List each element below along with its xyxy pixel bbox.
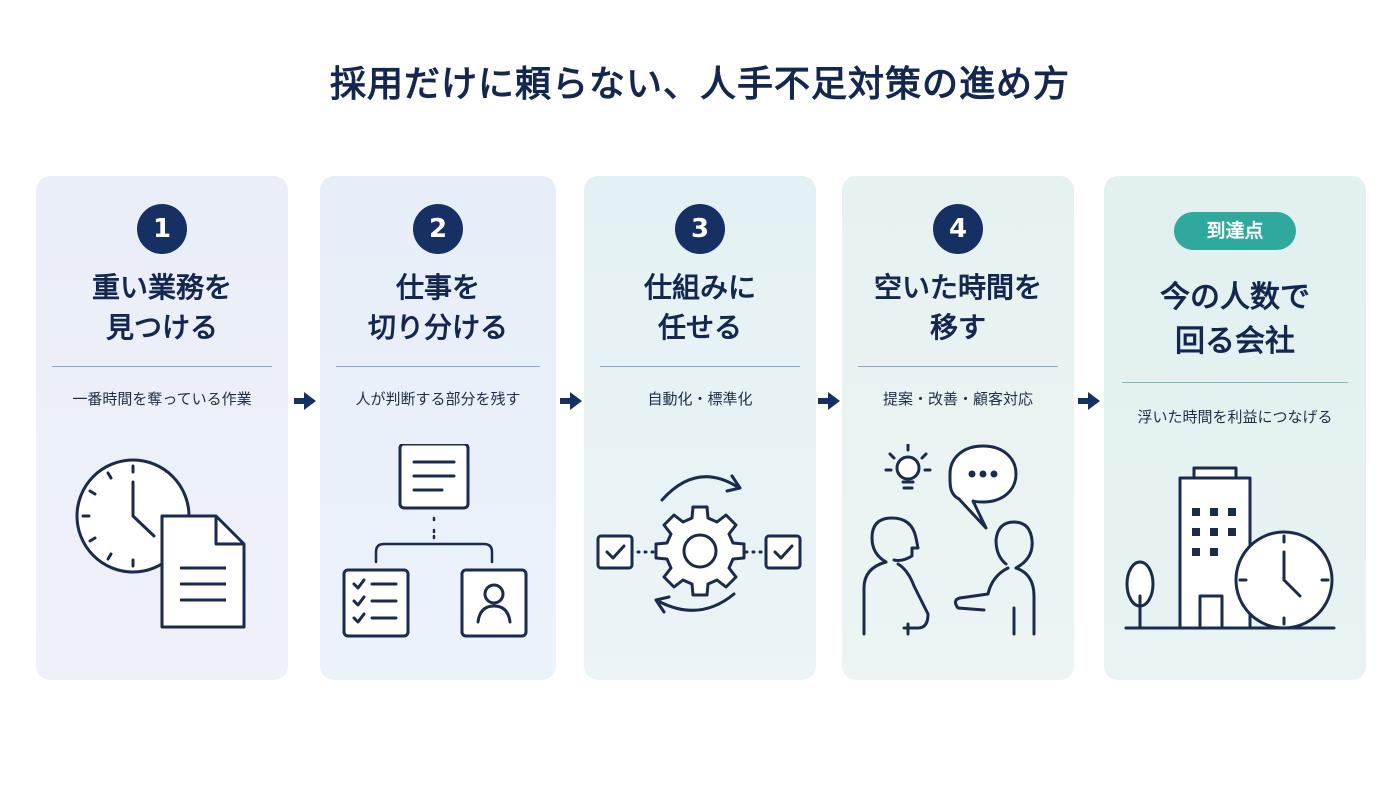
tree-icon — [1125, 560, 1155, 630]
step-heading: 空いた時間を 移す — [842, 268, 1074, 348]
step-heading: 仕組みに 任せる — [584, 268, 816, 348]
step-description: 一番時間を奪っている作業 — [72, 390, 252, 408]
divider — [52, 366, 272, 367]
person-card-icon — [460, 568, 528, 638]
step-description: 提案・改善・顧客対応 — [882, 390, 1033, 408]
goal-heading: 今の人数で 回る会社 — [1104, 276, 1366, 364]
divider — [336, 366, 540, 367]
step-heading: 重い業務を 見つける — [36, 268, 288, 348]
tree-connector — [374, 516, 494, 564]
goal-card: 到達点 今の人数で 回る会社 浮いた時間を利益につなげる — [1104, 176, 1366, 680]
arrow-right-icon — [560, 392, 582, 410]
cycle-arrows-icon — [654, 474, 742, 614]
divider — [600, 366, 800, 367]
checkbox-icon — [596, 534, 634, 570]
lightbulb-icon — [884, 444, 932, 490]
arrow-right-icon — [294, 392, 316, 410]
step-heading-line1: 仕事を — [395, 271, 480, 304]
divider — [858, 366, 1058, 367]
step-illustration — [596, 474, 802, 614]
arrow-right-icon — [1078, 392, 1100, 410]
step-heading-line1: 空いた時間を — [873, 271, 1042, 304]
step-heading-line2: 見つける — [105, 311, 218, 344]
divider — [1122, 382, 1348, 383]
step-heading-line2: 移す — [929, 311, 986, 344]
document-icon — [398, 444, 470, 510]
step-illustration — [342, 444, 528, 638]
step-number-badge: 3 — [675, 204, 725, 254]
step-heading-line1: 仕組みに — [643, 271, 756, 304]
page-title: 採用だけに頼らない、人手不足対策の進め方 — [329, 64, 1070, 105]
checklist-icon — [342, 568, 410, 638]
step-number-badge: 4 — [933, 204, 983, 254]
step-heading-line2: 任せる — [657, 311, 742, 344]
step-heading-line2: 切り分ける — [367, 311, 508, 344]
speech-bubble-icon — [948, 444, 1018, 530]
goal-heading-line2: 回る会社 — [1175, 324, 1295, 359]
step-number-badge: 1 — [137, 204, 187, 254]
goal-illustration — [1124, 466, 1336, 630]
step-description: 自動化・標準化 — [647, 390, 753, 408]
step-card-4: 4 空いた時間を 移す 提案・改善・顧客対応 — [842, 176, 1074, 680]
arrow-right-icon — [818, 392, 840, 410]
document-icon — [160, 514, 246, 629]
goal-badge: 到達点 — [1174, 212, 1296, 250]
step-card-1: 1 重い業務を 見つける 一番時間を奪っている作業 — [36, 176, 288, 680]
step-description: 人が判断する部分を残す — [355, 390, 521, 408]
step-illustration — [862, 444, 1036, 636]
step-card-2: 2 仕事を 切り分ける 人が判断する部分を残す — [320, 176, 556, 680]
people-talking-icon — [862, 516, 1036, 636]
clock-icon — [1234, 530, 1334, 630]
step-illustration — [75, 458, 246, 629]
gear-icon — [654, 505, 746, 597]
step-heading: 仕事を 切り分ける — [320, 268, 556, 348]
step-card-3: 3 仕組みに 任せる 自動化・標準化 — [584, 176, 816, 680]
goal-heading-line1: 今の人数で — [1160, 280, 1310, 315]
step-heading-line1: 重い業務を — [91, 271, 232, 304]
building-windows — [1192, 508, 1236, 556]
checkbox-icon — [764, 534, 802, 570]
step-number-badge: 2 — [413, 204, 463, 254]
goal-description: 浮いた時間を利益につなげる — [1137, 408, 1333, 426]
